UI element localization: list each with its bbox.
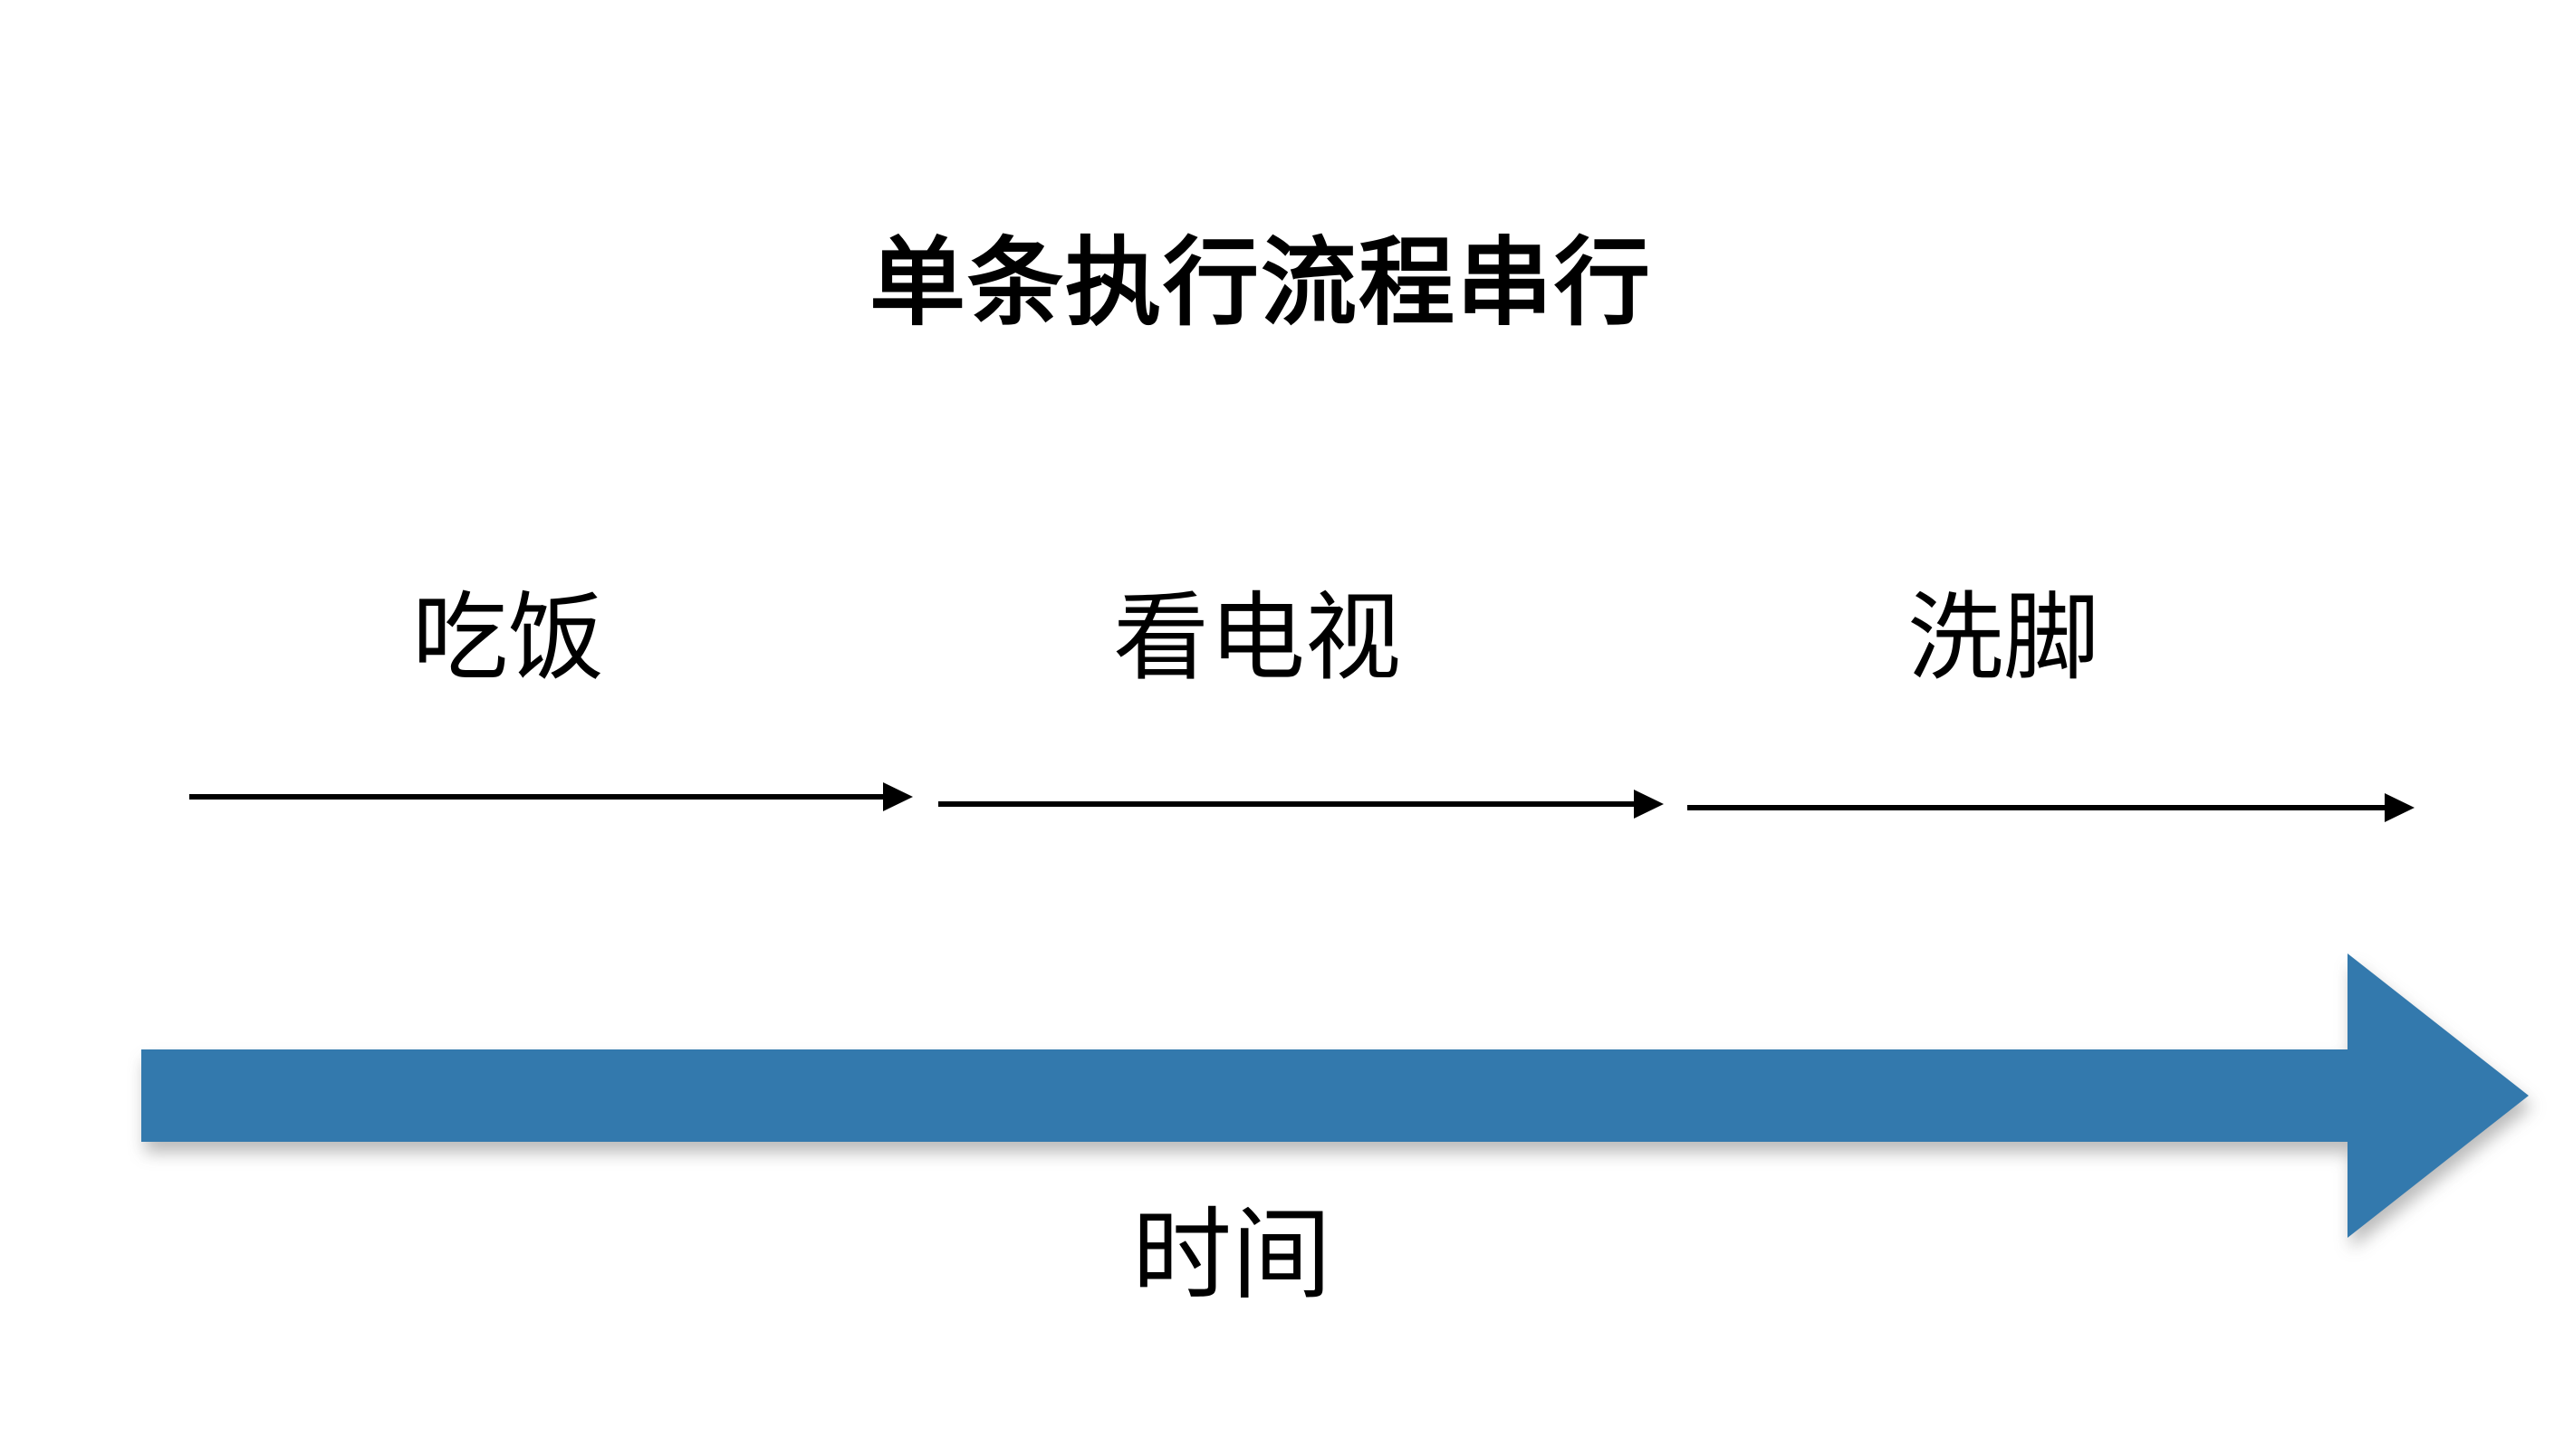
task-arrow-wash-feet-icon (1687, 805, 2385, 810)
page-title: 单条执行流程串行 (869, 230, 1652, 337)
task-label-eat: 吃饭 (412, 585, 604, 692)
task-arrow-eat-icon (189, 794, 883, 800)
time-arrow-head (2348, 953, 2529, 1238)
task-label-wash-feet: 洗脚 (1907, 585, 2099, 692)
time-arrow-shaft (141, 1049, 2348, 1142)
time-axis-label: 时间 (1132, 1200, 1331, 1311)
task-arrow-watch-tv-icon (938, 801, 1634, 807)
task-label-watch-tv: 看电视 (1113, 585, 1401, 692)
